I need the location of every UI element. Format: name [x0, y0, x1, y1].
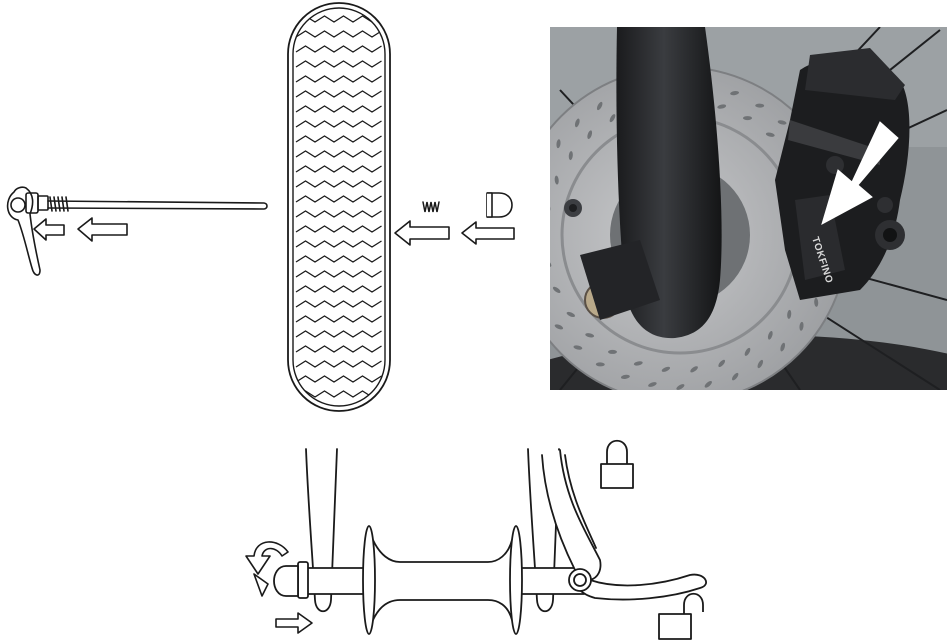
hub-flange-left	[362, 525, 376, 635]
tread-zigzag	[295, 90, 382, 98]
rotor-vent-hole	[777, 120, 787, 125]
rotor-vent-hole	[568, 151, 573, 161]
rotor-vent-hole	[608, 349, 617, 354]
rotor-vent-hole	[648, 382, 657, 387]
rotor-vent-hole	[529, 272, 538, 281]
rotor-vent-hole	[799, 321, 804, 331]
rotor-vent-hole	[596, 101, 603, 111]
rotor-vent-hole	[525, 216, 532, 226]
direction-arrow-icon	[821, 121, 899, 226]
rotor-vent-hole	[542, 163, 547, 172]
tread-zigzag	[295, 300, 382, 308]
tread-zigzag	[295, 375, 382, 383]
tread-zigzag	[295, 315, 382, 323]
spring-icon	[422, 201, 440, 213]
tread-zigzag	[295, 75, 382, 83]
tread-zigzag	[295, 195, 382, 203]
rotor-vent-hole	[539, 299, 549, 307]
rotor-vent-hole	[744, 347, 751, 356]
rotor-vent-hole	[780, 342, 786, 352]
rotor-vent-hole	[554, 324, 564, 330]
tire-tread	[295, 15, 382, 398]
tread-zigzag	[295, 30, 382, 38]
rotor-vent-hole	[718, 359, 726, 368]
rotor-vent-hole	[566, 311, 575, 317]
rotor-vent-hole	[554, 175, 559, 185]
tread-zigzag	[295, 180, 382, 188]
rotor-vent-hole	[620, 374, 630, 379]
rotor-vent-hole	[787, 309, 792, 319]
tire-icon	[287, 2, 391, 412]
tread-zigzag	[295, 255, 382, 263]
adjusting-nut-icon	[486, 192, 513, 218]
rotor-vent-hole	[585, 333, 595, 338]
push-arrow-icon	[33, 218, 65, 241]
hub-assembly	[273, 448, 707, 635]
rotor-vent-hole	[573, 345, 583, 350]
rotor-vent-hole	[574, 118, 580, 128]
tread-zigzag	[295, 120, 382, 128]
push-arrow-icon	[394, 220, 450, 246]
rotor-vent-hole	[731, 372, 739, 381]
adjusting-nut-icon	[273, 565, 299, 597]
rotor-vent-hole	[541, 230, 549, 240]
tread-zigzag	[295, 135, 382, 143]
tread-zigzag	[295, 240, 382, 248]
lock-open-icon	[658, 592, 704, 640]
tread-zigzag	[295, 360, 382, 368]
rotate-arrow-icon	[245, 541, 289, 597]
rotor-vent-hole	[743, 116, 752, 121]
tread-zigzag	[295, 225, 382, 233]
tread-zigzag	[295, 390, 382, 398]
push-arrow-icon	[461, 221, 515, 245]
disc-brake-photo: TOKFINO	[524, 27, 947, 390]
rotor-vent-hole	[587, 130, 593, 140]
tread-zigzag	[295, 105, 382, 113]
rotor-vent-hole	[765, 132, 775, 137]
rotor-vent-hole	[690, 366, 698, 373]
rotor-vent-hole	[757, 359, 764, 369]
rotor-vent-hole	[524, 245, 532, 255]
tread-zigzag	[295, 285, 382, 293]
tread-zigzag	[295, 60, 382, 68]
tread-zigzag	[295, 45, 382, 53]
hub-shell	[372, 539, 513, 621]
rotor-vent-hole	[676, 384, 685, 390]
rotor-vent-hole	[661, 366, 671, 372]
hub-flange-right	[509, 525, 523, 635]
rotor-vent-hole	[531, 189, 537, 199]
rotor-vent-hole	[767, 330, 773, 340]
quick-release-skewer-icon	[6, 186, 268, 276]
rotor-vent-hole	[704, 380, 712, 388]
rotor-vent-hole	[730, 91, 740, 96]
rotor-vent-hole	[633, 361, 643, 366]
tread-zigzag	[295, 210, 382, 218]
rotor-vent-hole	[717, 104, 727, 109]
tread-zigzag	[295, 165, 382, 173]
tread-zigzag	[295, 345, 382, 353]
tread-zigzag	[295, 270, 382, 278]
rotor-vent-hole	[609, 114, 616, 123]
lock-closed-icon	[600, 439, 634, 489]
rotor-vent-hole	[556, 139, 561, 149]
tread-zigzag	[295, 15, 382, 23]
rotor-vent-hole	[595, 362, 605, 367]
tread-zigzag	[295, 330, 382, 338]
rotor-vent-hole	[814, 297, 819, 307]
tread-zigzag	[295, 150, 382, 158]
push-arrow-icon	[77, 217, 128, 242]
push-arrow-icon	[275, 612, 313, 634]
rotor-vent-hole	[755, 103, 765, 108]
rotor-vent-hole	[552, 286, 561, 294]
